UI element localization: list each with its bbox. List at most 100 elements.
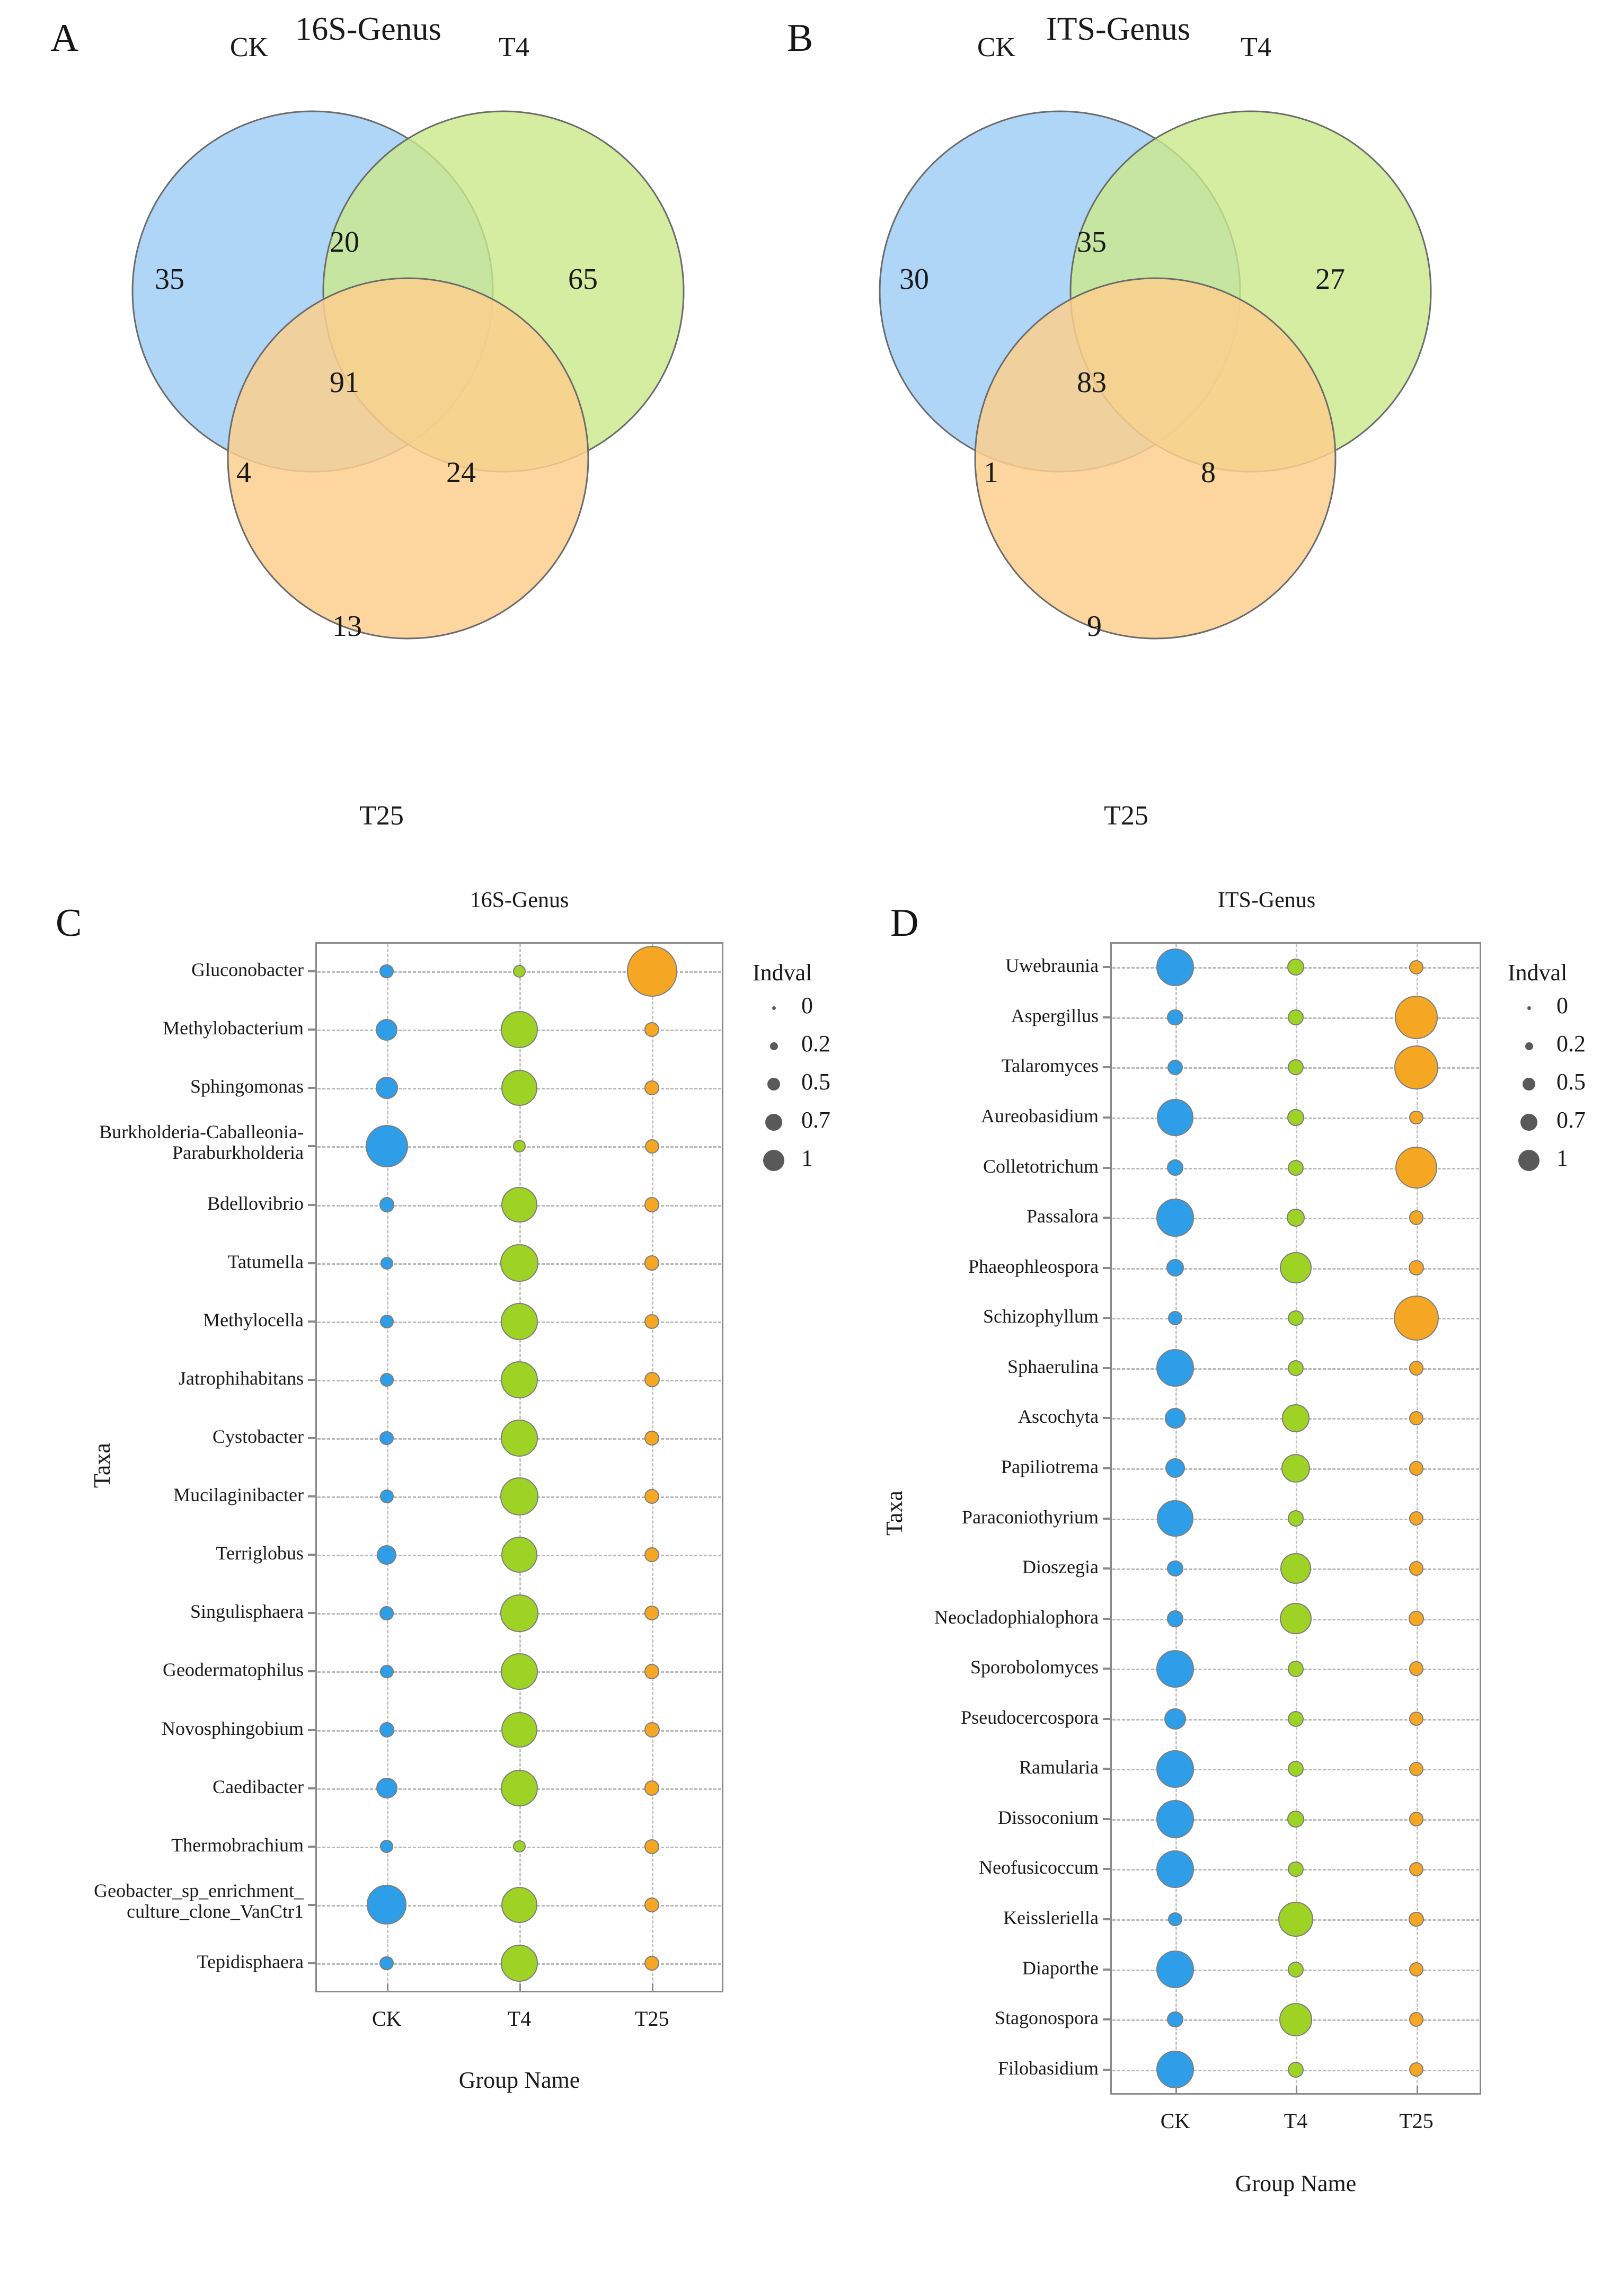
bubble-CK	[380, 1256, 393, 1270]
bubble-T4	[500, 1477, 538, 1515]
taxa-label: Sphingomonas	[190, 1076, 304, 1097]
y-axis-tick	[1103, 1717, 1110, 1720]
panel-a-count-ck-t25: 4	[236, 456, 251, 489]
bubble-T4	[1281, 1453, 1311, 1483]
bubble-T4	[1287, 959, 1304, 976]
x-axis-tick	[652, 1984, 654, 1992]
taxa-label: Caedibacter	[213, 1776, 304, 1797]
taxa-label: Schizophyllum	[983, 1306, 1099, 1327]
panel-d-xlabel: Group Name	[1235, 2170, 1357, 2196]
bubble-T25	[1409, 1712, 1424, 1726]
bubble-T4	[1281, 1404, 1310, 1432]
bubble-T25	[1408, 1260, 1425, 1276]
bubble-T25	[644, 1430, 660, 1446]
bubble-T4	[500, 1244, 538, 1282]
bubble-T25	[1394, 1045, 1439, 1090]
bubble-T4	[501, 1537, 537, 1573]
bubble-CK	[380, 1840, 394, 1854]
bubble-CK	[1168, 1912, 1182, 1927]
bubble-T25	[1409, 1511, 1424, 1526]
bubble-T4	[501, 1886, 537, 1923]
bubble-CK	[1156, 948, 1195, 986]
legend-dot-0.5	[767, 1078, 780, 1091]
taxa-label: Aspergillus	[1011, 1005, 1099, 1026]
legend-dot-0.5	[1523, 1078, 1535, 1091]
legend-title: Indval	[1508, 960, 1568, 986]
panel-c-letter: C	[56, 901, 82, 945]
bubble-T25	[1409, 1962, 1424, 1977]
bubble-T25	[1409, 1561, 1424, 1576]
bubble-CK	[1156, 1349, 1195, 1387]
taxa-label: Bdellovibrio	[207, 1192, 304, 1214]
panel-a-count-all-three: 91	[330, 366, 359, 399]
y-axis-tick	[308, 1029, 315, 1031]
legend-label-1: 1	[1556, 1145, 1568, 1171]
x-tick-label-T4: T4	[1284, 2109, 1308, 2133]
y-axis-tick	[308, 1845, 315, 1848]
bubble-T25	[1409, 1861, 1424, 1877]
bubble-T4	[501, 1712, 537, 1748]
legend-dot-0	[772, 1006, 776, 1010]
panel-a-set-label-ck: CK	[229, 32, 269, 63]
taxa-label: Tepidisphaera	[197, 1951, 304, 1972]
bubble-T4	[1288, 1310, 1304, 1326]
taxa-label: Sphaerulina	[1007, 1355, 1099, 1377]
bubble-T25	[1409, 1361, 1424, 1376]
legend-dot-0.7	[765, 1114, 782, 1131]
y-axis-tick	[308, 1612, 315, 1615]
x-tick-label-T25: T25	[635, 2007, 669, 2031]
y-axis-tick	[308, 1728, 315, 1731]
taxa-label: Thermobrachium	[171, 1834, 304, 1856]
x-axis-tick	[519, 1984, 521, 1992]
taxa-label: Neocladophialophora	[934, 1606, 1099, 1628]
taxa-label: Geodermatophilus	[163, 1659, 304, 1681]
y-axis-tick	[1103, 2068, 1110, 2071]
legend-dot-0.2	[1525, 1042, 1533, 1050]
bubble-CK	[379, 1664, 394, 1679]
taxa-label: Terriglobus	[216, 1543, 304, 1564]
bubble-T25	[1409, 1110, 1423, 1125]
bubble-T25	[644, 1022, 660, 1038]
bubble-T4	[1280, 1602, 1312, 1635]
bubble-CK	[1156, 1950, 1195, 1989]
panel-a-count-t4-only: 65	[568, 263, 598, 296]
y-axis-tick	[1103, 966, 1110, 969]
bubble-CK	[1165, 1458, 1185, 1478]
y-axis-tick	[1103, 1116, 1110, 1119]
legend-dot-0.2	[769, 1042, 778, 1050]
panel-b-venn	[811, 64, 1468, 795]
panel-a-count-t4-t25: 24	[446, 456, 476, 489]
y-axis-tick	[1103, 1768, 1110, 1770]
bubble-T25	[1409, 1461, 1424, 1476]
bubble-CK	[1156, 1500, 1194, 1537]
legend-label-0.5: 0.5	[801, 1069, 830, 1095]
bubble-T4	[512, 1140, 526, 1153]
bubble-T4	[1279, 2002, 1313, 2036]
bubble-T25	[1394, 996, 1438, 1039]
bubble-CK	[1166, 1159, 1184, 1176]
panel-b-set-label-t4: T4	[1241, 32, 1271, 63]
bubble-CK	[1156, 1650, 1195, 1688]
bubble-CK	[1167, 2011, 1183, 2028]
bubble-T4	[501, 1653, 538, 1690]
panel-a-title: 16S-Genus	[295, 11, 441, 47]
panel-d-title: ITS-Genus	[1217, 888, 1316, 912]
bubble-CK	[376, 1777, 397, 1799]
bubble-T4	[1287, 1009, 1304, 1025]
legend-label-1: 1	[801, 1145, 813, 1171]
taxa-label: Ramularia	[1019, 1757, 1099, 1778]
bubble-T4	[1280, 1553, 1311, 1584]
bubble-T4	[501, 1769, 538, 1807]
panel-b-title: ITS-Genus	[1046, 11, 1191, 47]
taxa-label: Burkholderia-Caballeonia-Paraburkholderi…	[99, 1121, 304, 1164]
y-axis-tick	[1103, 1367, 1110, 1369]
panel-c-title: 16S-Genus	[470, 888, 569, 912]
y-axis-tick	[308, 1670, 315, 1673]
panel-c-xlabel: Group Name	[458, 2067, 580, 2093]
bubble-T4	[1287, 1059, 1304, 1076]
bubble-T25	[644, 1080, 660, 1096]
bubble-T25	[644, 1606, 660, 1621]
legend-label-0.2: 0.2	[801, 1031, 830, 1057]
bubble-CK	[1167, 1009, 1183, 1025]
y-axis-tick	[308, 1962, 315, 1964]
